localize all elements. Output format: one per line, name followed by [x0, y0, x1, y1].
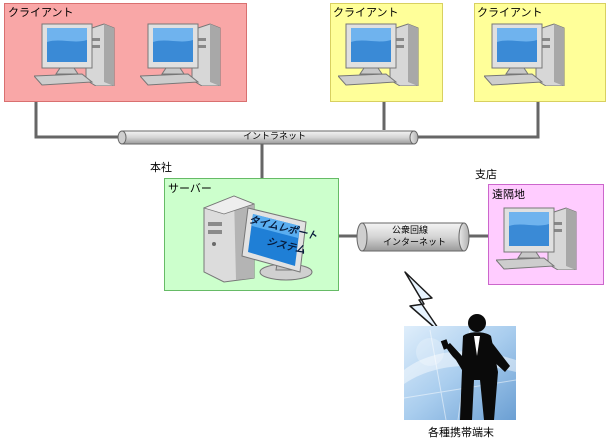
hq-group-label: 本社: [150, 161, 172, 174]
desktop-computer-icon: [34, 23, 115, 86]
desktop-computer-icon: [496, 207, 577, 270]
intranet-cylinder: [117, 130, 419, 145]
hq-clients-label: クライアント: [8, 6, 74, 19]
businessman-with-phone-icon: [403, 314, 517, 421]
server-label: サーバー: [168, 182, 212, 195]
desktop-computer-icon: [140, 23, 221, 86]
intranet-label: イントラネット: [243, 132, 307, 142]
remote-label: 遠隔地: [492, 188, 525, 201]
lightning-bolt-icon: [404, 271, 443, 335]
branch-client-b-label: クライアント: [477, 6, 543, 19]
public-line-label: 公衆回線: [392, 226, 429, 236]
desktop-computer-icon: [338, 23, 419, 86]
desktop-computer-icon: [484, 23, 565, 86]
internet-label: インターネット: [383, 238, 447, 248]
branch-client-a-label: クライアント: [333, 6, 399, 19]
branch-group-label: 支店: [475, 168, 497, 181]
public-line-cylinder: [356, 222, 470, 252]
mobile-label: 各種携帯端末: [428, 426, 494, 439]
server-computer-icon: [202, 195, 313, 283]
